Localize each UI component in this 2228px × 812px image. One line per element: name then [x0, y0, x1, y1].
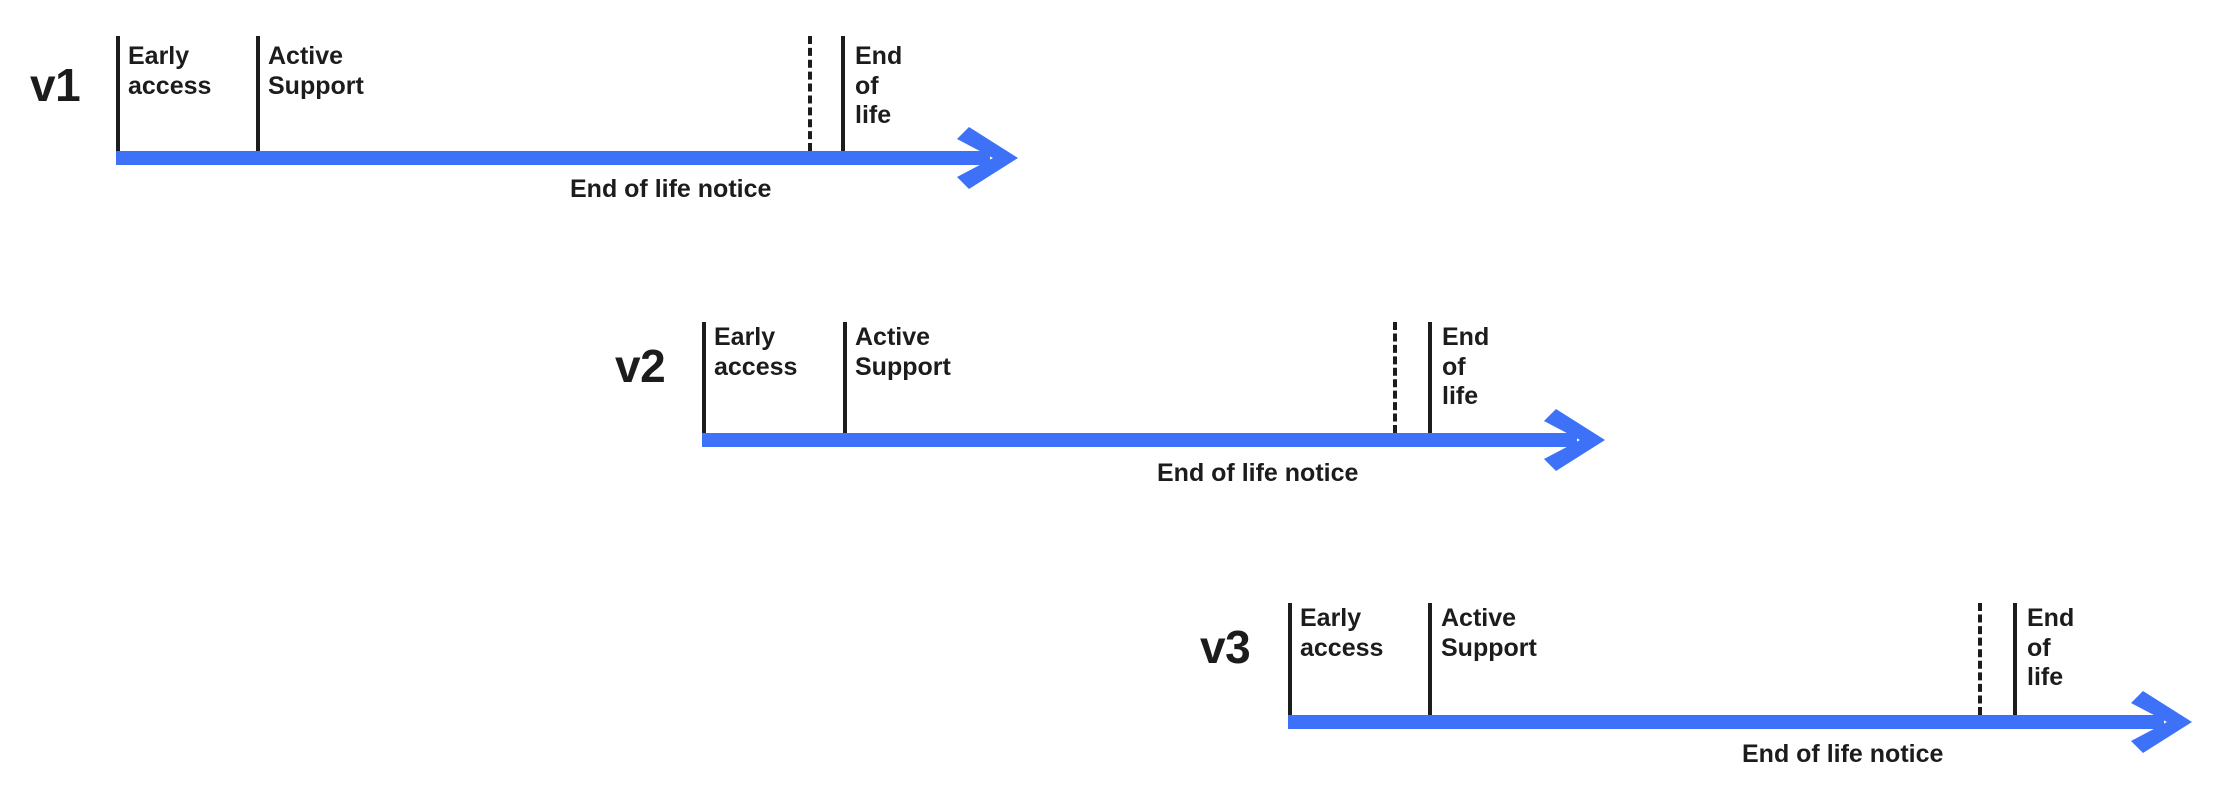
- phase-divider-v1-1: [116, 36, 120, 151]
- phase-label-v1-1: Early access: [128, 42, 212, 100]
- timeline-arrowhead-v2: [1544, 409, 1605, 471]
- eol-notice-label-v1: End of life notice: [570, 175, 772, 203]
- phase-label-v3-3: End of life: [2027, 604, 2075, 691]
- phase-divider-v1-3: [841, 36, 845, 151]
- eol-notice-divider-v1: [808, 36, 812, 151]
- phase-label-v3-2: Active Support: [1441, 604, 1537, 662]
- phase-label-v2-1: Early access: [714, 323, 798, 381]
- phase-label-v1-2: Active Support: [268, 42, 364, 100]
- timeline-arrowhead-v1: [957, 127, 1018, 189]
- phase-divider-v3-1: [1288, 603, 1292, 715]
- phase-label-v3-1: Early access: [1300, 604, 1384, 662]
- phase-divider-v1-2: [256, 36, 260, 151]
- phase-label-v1-3: End of life: [855, 42, 903, 129]
- phase-divider-v2-3: [1428, 322, 1432, 433]
- timeline-bar-v3: [1288, 715, 2165, 729]
- version-label-v1: v1: [30, 59, 81, 111]
- phase-divider-v2-1: [702, 322, 706, 433]
- eol-notice-divider-v3: [1978, 603, 1982, 715]
- eol-notice-divider-v2: [1393, 322, 1397, 433]
- timeline-arrowhead-v3: [2131, 691, 2192, 753]
- phase-divider-v3-2: [1428, 603, 1432, 715]
- phase-divider-v3-3: [2013, 603, 2017, 715]
- phase-label-v2-3: End of life: [1442, 323, 1490, 410]
- version-label-v2: v2: [615, 340, 666, 392]
- version-label-v3: v3: [1200, 621, 1251, 673]
- timeline-bar-v2: [702, 433, 1578, 447]
- eol-notice-label-v3: End of life notice: [1742, 740, 1944, 768]
- phase-divider-v2-2: [843, 322, 847, 433]
- eol-notice-label-v2: End of life notice: [1157, 459, 1359, 487]
- timeline-bar-v1: [116, 151, 991, 165]
- phase-label-v2-2: Active Support: [855, 323, 951, 381]
